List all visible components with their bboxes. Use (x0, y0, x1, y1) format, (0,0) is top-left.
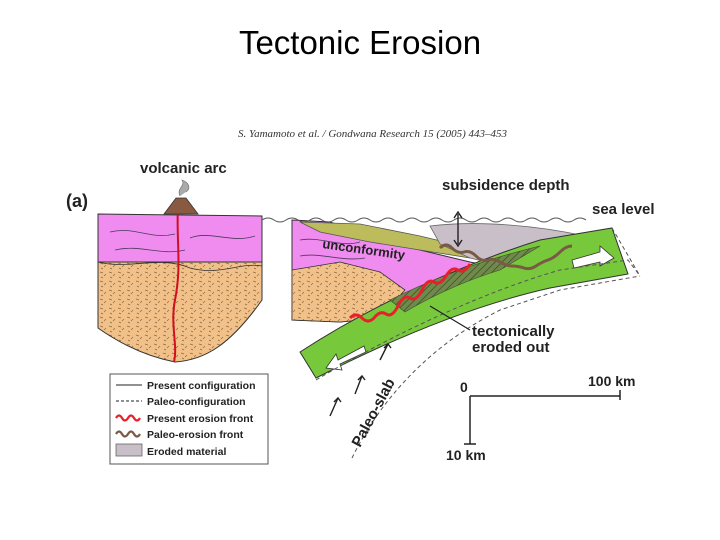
slide-title: Tectonic Erosion (238, 24, 482, 61)
legend-swatch-red-wave (115, 414, 141, 422)
sea-level-label: sea level (592, 201, 655, 218)
legend-swatch-gray-box (115, 443, 143, 457)
subsidence-depth-label: subsidence depth (442, 177, 570, 194)
scale-origin-label: 0 (460, 379, 468, 395)
eroded-out-pointer (429, 305, 471, 331)
scale-vertical-label: 10 km (446, 447, 486, 463)
scale-horizontal-label: 100 km (588, 373, 635, 389)
tectonically-label: tectonically (472, 323, 555, 340)
scale-bar: 0 100 km 10 km (446, 373, 635, 463)
panel-label: (a) (66, 191, 88, 211)
slab-motion-arrow-right (571, 245, 615, 269)
legend-swatch-brown-wave (115, 430, 141, 438)
present-erosion-front (348, 263, 472, 323)
subducting-slab (299, 227, 629, 379)
legend-item-present-configuration: Present configuration (147, 380, 256, 392)
paleo-slab-label: Paleo-slab (349, 376, 399, 450)
magma-conduit (172, 204, 180, 363)
volcanic-arc-label: volcanic arc (140, 160, 227, 177)
paleo-slab-lower (351, 275, 641, 459)
left-crust-block (97, 204, 263, 363)
paleo-erosion-front (438, 243, 573, 271)
legend-item-paleo-configuration: Paleo-configuration (147, 396, 246, 408)
legend: Present configuration Paleo-configuratio… (109, 373, 269, 465)
sea-level-line (261, 217, 587, 223)
citation: S. Yamamoto et al. / Gondwana Research 1… (238, 128, 507, 140)
volcano-icon (163, 179, 199, 215)
paleo-slab-upper (315, 259, 641, 381)
eroded-out-label: eroded out (472, 339, 550, 356)
paleo-motion-arrows (329, 342, 392, 417)
legend-item-eroded-material: Eroded material (147, 446, 226, 458)
legend-item-present-erosion-front: Present erosion front (147, 413, 254, 425)
legend-item-paleo-erosion-front: Paleo-erosion front (147, 429, 244, 441)
